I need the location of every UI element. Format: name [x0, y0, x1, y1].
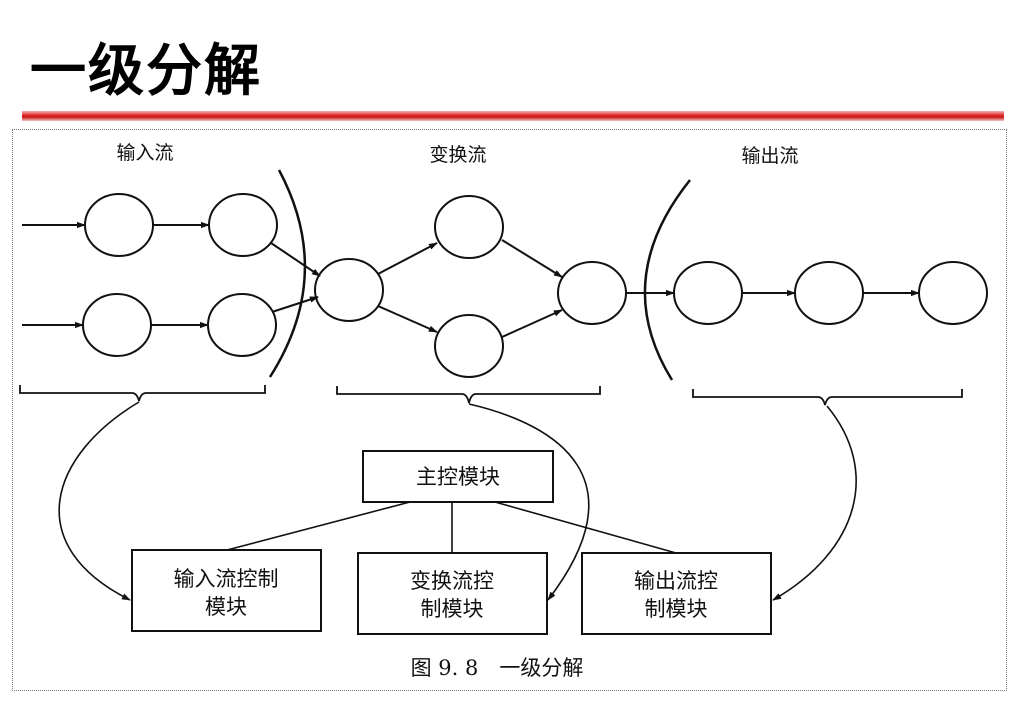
arrow-tr-2 [377, 305, 438, 333]
transform-node-center [314, 258, 384, 322]
connector-main-input [226, 501, 411, 551]
arrow-tr-1 [377, 242, 438, 275]
transform-node-right [557, 261, 627, 325]
output-node-3 [918, 261, 988, 325]
arrow-tr-3 [501, 239, 563, 278]
transform-node-bottom [434, 314, 504, 378]
output-module-label-line1: 输出流控 [634, 569, 718, 593]
figure-frame [12, 129, 1007, 691]
input-flow-label: 输入流 [116, 142, 173, 164]
input-node-2 [208, 193, 278, 257]
output-brace [692, 389, 963, 406]
transform-node-top [434, 195, 504, 259]
input-node-4 [207, 293, 277, 357]
mapping-arrow-transform [468, 403, 590, 601]
transform-module-label-line1: 变换流控 [410, 569, 494, 593]
output-node-2 [794, 261, 864, 325]
slide-title: 一级分解 [30, 39, 262, 104]
arrow-in-to-center-1 [270, 242, 321, 277]
input-brace [19, 385, 266, 402]
transform-brace [336, 386, 601, 404]
mapping-arrow-input [58, 401, 140, 601]
title-rule [22, 111, 1004, 121]
arrow-tr-4 [501, 309, 563, 338]
mapping-arrow-output [772, 405, 857, 601]
output-node-1 [673, 261, 743, 325]
main-module-box [362, 450, 554, 503]
main-module-label: 主控模块 [416, 465, 500, 489]
input-node-3 [82, 293, 152, 357]
input-boundary-arc [268, 169, 307, 378]
input-module-label-line2: 模块 [205, 595, 247, 619]
output-boundary-arc [643, 179, 691, 381]
arrow-in-to-center-2 [271, 296, 319, 313]
figure-caption: 图 9. 8 一级分解 [411, 656, 584, 680]
input-module-label-line1: 输入流控制 [174, 567, 279, 591]
transform-module-label-line2: 制模块 [421, 597, 484, 621]
transform-module-box [357, 552, 548, 635]
input-node-1 [84, 193, 154, 257]
input-module-box [131, 549, 322, 632]
output-module-box [581, 552, 772, 635]
output-flow-label: 输出流 [741, 145, 798, 167]
transform-flow-label: 变换流 [429, 144, 486, 166]
output-module-label-line2: 制模块 [645, 597, 708, 621]
